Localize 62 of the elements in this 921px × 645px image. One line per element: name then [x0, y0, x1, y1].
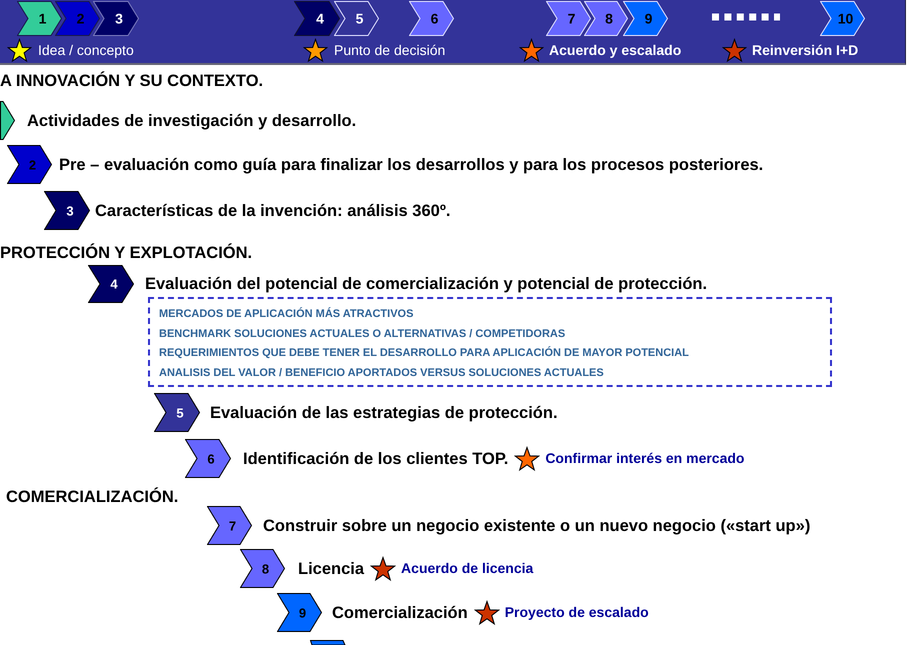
- legend-label: Acuerdo y escalado: [549, 42, 682, 59]
- step-number: 1: [38, 11, 46, 26]
- chevron-step: [623, 1, 668, 36]
- step-description: Comercialización: [332, 602, 468, 622]
- chevron-step: [294, 1, 340, 36]
- legend-label: Reinversión I+D: [752, 42, 858, 59]
- chevron-step: [546, 1, 591, 36]
- step-description: Actividades de investigación y desarrollo.: [27, 110, 356, 130]
- step-description: Evaluación de las estrategias de protección.: [210, 402, 558, 422]
- step-number: 6: [430, 11, 438, 26]
- chevron-step: [0, 101, 15, 140]
- dashed-list-box: [148, 297, 832, 387]
- list-item: REQUERIMIENTOS QUE DEBE TENER EL DESARROLLO PARA APLICACIÓN DE MAYOR POTENCIAL: [159, 345, 689, 361]
- chevron-step: [334, 1, 379, 36]
- step-number: 5: [356, 11, 364, 26]
- section-heading: A INNOVACIÓN Y SU CONTEXTO.: [0, 71, 264, 91]
- header-band: [0, 0, 906, 65]
- chevron-step: [207, 506, 252, 545]
- milestone-label: Proyecto de escalado: [504, 604, 649, 621]
- step-number: 7: [568, 11, 576, 26]
- chevron-step: [409, 1, 454, 36]
- step-number: 8: [262, 561, 270, 576]
- milestone-label: Confirmar interés en mercado: [545, 450, 744, 467]
- chevron-step: [154, 393, 200, 432]
- chevron-step: [240, 549, 285, 588]
- step-number: 9: [644, 11, 652, 26]
- step-number: 5: [176, 405, 184, 420]
- chevron-step: [185, 439, 231, 478]
- list-item: MERCADOS DE APLICACIÓN MÁS ATRACTIVOS: [159, 306, 414, 322]
- chevron-step: [88, 265, 134, 303]
- step-description: Características de la invención: análisis 360º.: [95, 200, 450, 220]
- chevron-step: [93, 1, 139, 36]
- step-number: 7: [228, 518, 236, 533]
- chevron-step: [820, 1, 865, 36]
- chevron-step: [7, 145, 52, 184]
- list-item: ANALISIS DEL VALOR / BENEFICIO APORTADOS VERSUS SOLUCIONES ACTUALES: [159, 366, 604, 380]
- section-heading: PROTECCIÓN Y EXPLOTACIÓN.: [0, 243, 252, 263]
- step-number: 3: [115, 11, 123, 26]
- milestone-label: Acuerdo de licencia: [401, 560, 534, 577]
- section-heading: COMERCIALIZACIÓN.: [6, 487, 178, 507]
- step-number: 10: [838, 11, 854, 26]
- step-number: 2: [28, 157, 36, 172]
- step-description: Evaluación del potencial de comercialización y potencial de protección.: [145, 274, 708, 294]
- chevron-step: [17, 1, 62, 36]
- step-number: 9: [298, 605, 306, 620]
- chevron-step: [55, 1, 100, 36]
- step-description: Identificación de los clientes TOP.: [243, 448, 508, 468]
- chevron-step: [44, 191, 90, 230]
- step-description: Construir sobre un negocio existente o un nuevo negocio («start up»): [263, 516, 810, 536]
- chevron-step: [277, 593, 322, 632]
- step-description: Pre – evaluación como guía para finalizar los desarrollos y para los procesos posteriores.: [59, 154, 764, 174]
- step-number: 4: [110, 276, 118, 292]
- legend-label: Punto de decisión: [334, 42, 446, 59]
- legend-label: Idea / concepto: [38, 42, 134, 59]
- chevron-step: [584, 1, 628, 36]
- step-number: 6: [207, 451, 215, 466]
- list-item: BENCHMARK SOLUCIONES ACTUALES O ALTERNATIVAS / COMPETIDORAS: [159, 326, 566, 342]
- step-number: 8: [605, 11, 613, 26]
- step-description: Licencia: [298, 558, 364, 578]
- step-number: 3: [66, 203, 74, 218]
- step-number: 4: [316, 11, 324, 26]
- step-number: 2: [76, 11, 84, 26]
